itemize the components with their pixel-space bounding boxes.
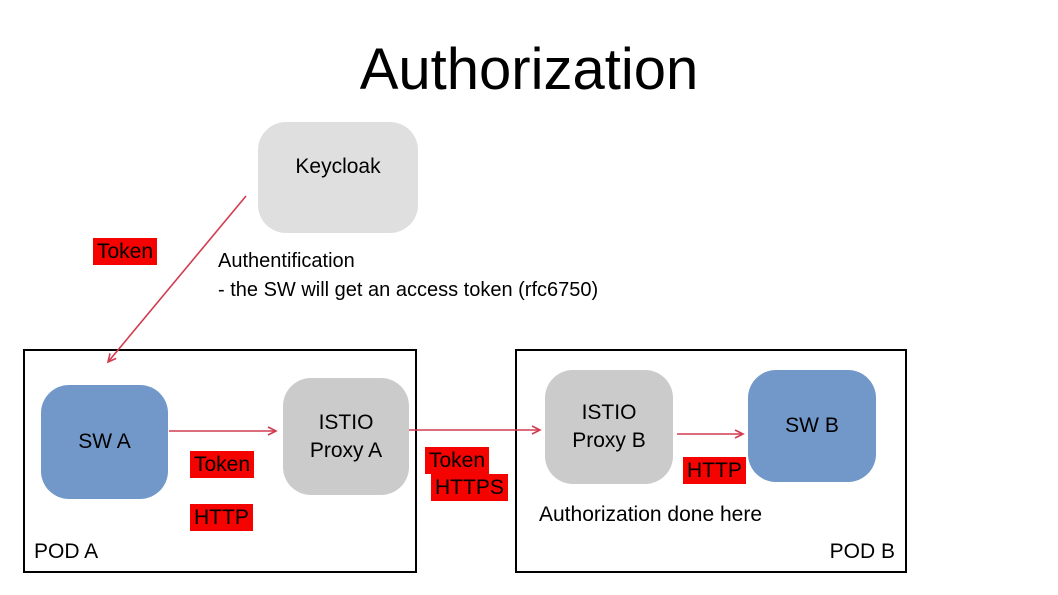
- token-label-keycloak: Token: [93, 238, 158, 265]
- istio-proxy-a-label-line1: ISTIO: [318, 410, 374, 434]
- sw-b-label: SW B: [785, 414, 839, 437]
- authentification-note-line1: Authentification: [218, 250, 355, 272]
- node-sw-b: SW B: [748, 370, 876, 482]
- pod-a-name: POD A: [34, 540, 99, 563]
- token-label-gap: Token: [425, 447, 490, 474]
- istio-proxy-a-label-line2: Proxy A: [309, 438, 383, 462]
- pod-b-name: POD B: [829, 540, 895, 563]
- keycloak-label: Keycloak: [295, 154, 381, 178]
- authentification-note: Authentification - the SW will get an ac…: [218, 247, 598, 305]
- http-label-pod-a: HTTP: [190, 504, 253, 531]
- istio-proxy-b-label-line2: Proxy B: [572, 429, 646, 452]
- authorization-done-note: Authorization done here: [539, 503, 762, 526]
- pod-b-container: ISTIO Proxy B SW B HTTP Authorization do…: [515, 349, 907, 573]
- authentification-note-line2: - the SW will get an access token (rfc67…: [218, 279, 599, 301]
- sw-a-label: SW A: [78, 430, 131, 453]
- http-label-pod-b: HTTP: [683, 457, 746, 484]
- istio-proxy-b-label-line1: ISTIO: [581, 401, 637, 424]
- token-label-pod-a: Token: [190, 451, 255, 478]
- node-istio-proxy-b: ISTIO Proxy B: [545, 370, 673, 484]
- node-istio-proxy-a: ISTIO Proxy A: [283, 378, 409, 495]
- page-title: Authorization: [359, 37, 699, 102]
- https-label-gap: HTTPS: [431, 474, 508, 501]
- node-sw-a: SW A: [41, 385, 168, 499]
- pod-a-container: SW A ISTIO Proxy A Token HTTP POD A: [23, 349, 417, 573]
- node-keycloak: Keycloak: [258, 122, 418, 233]
